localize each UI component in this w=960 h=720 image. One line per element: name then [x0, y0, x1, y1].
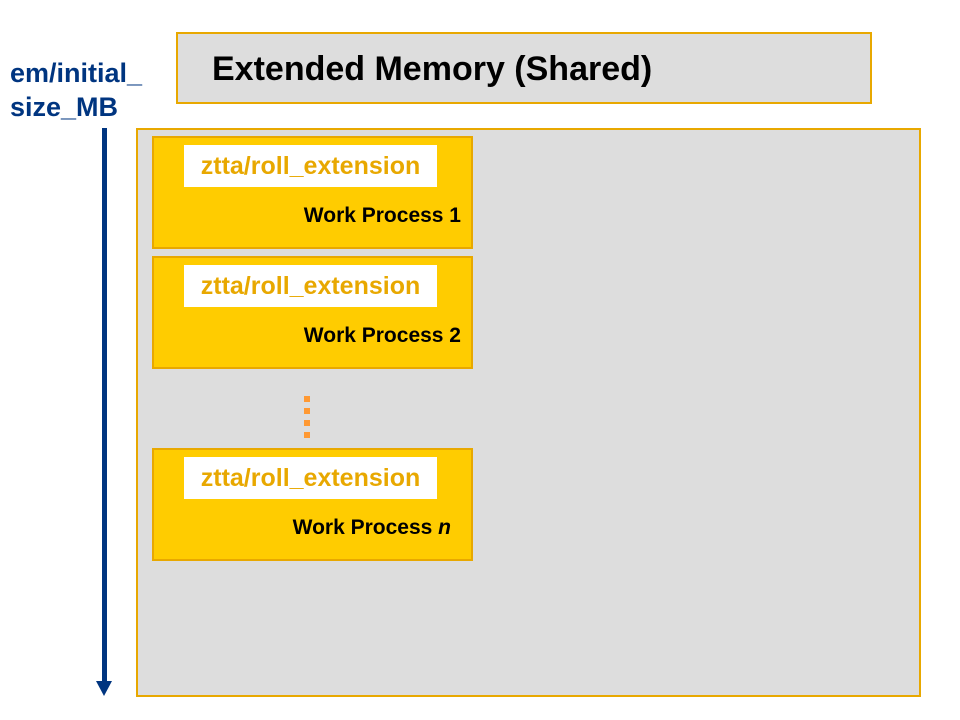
- axis-label-line2: size_MB: [10, 92, 119, 122]
- arrow-down-icon: [96, 681, 112, 696]
- axis-label: em/initial_ size_MB: [10, 56, 142, 124]
- work-process-box-2: ztta/roll_extension Work Process 2: [152, 256, 473, 369]
- work-process-box-1: ztta/roll_extension Work Process 1: [152, 136, 473, 249]
- axis-label-line1: em/initial_: [10, 58, 143, 88]
- roll-extension-label: ztta/roll_extension: [184, 145, 437, 187]
- work-process-prefix: Work Process: [292, 516, 439, 539]
- ellipsis-dots: [304, 396, 310, 444]
- work-process-name: Work Process 1: [303, 204, 461, 227]
- diagram-title: Extended Memory (Shared): [212, 50, 653, 88]
- roll-extension-label: ztta/roll_extension: [184, 457, 437, 499]
- work-process-index: n: [438, 516, 451, 539]
- axis-arrow-line: [102, 128, 107, 683]
- work-process-name: Work Process n: [293, 516, 451, 540]
- work-process-box-n: ztta/roll_extension Work Process n: [152, 448, 473, 561]
- work-process-name: Work Process 2: [303, 324, 461, 347]
- extended-memory-title-box: Extended Memory (Shared): [176, 32, 872, 104]
- roll-extension-label: ztta/roll_extension: [184, 265, 437, 307]
